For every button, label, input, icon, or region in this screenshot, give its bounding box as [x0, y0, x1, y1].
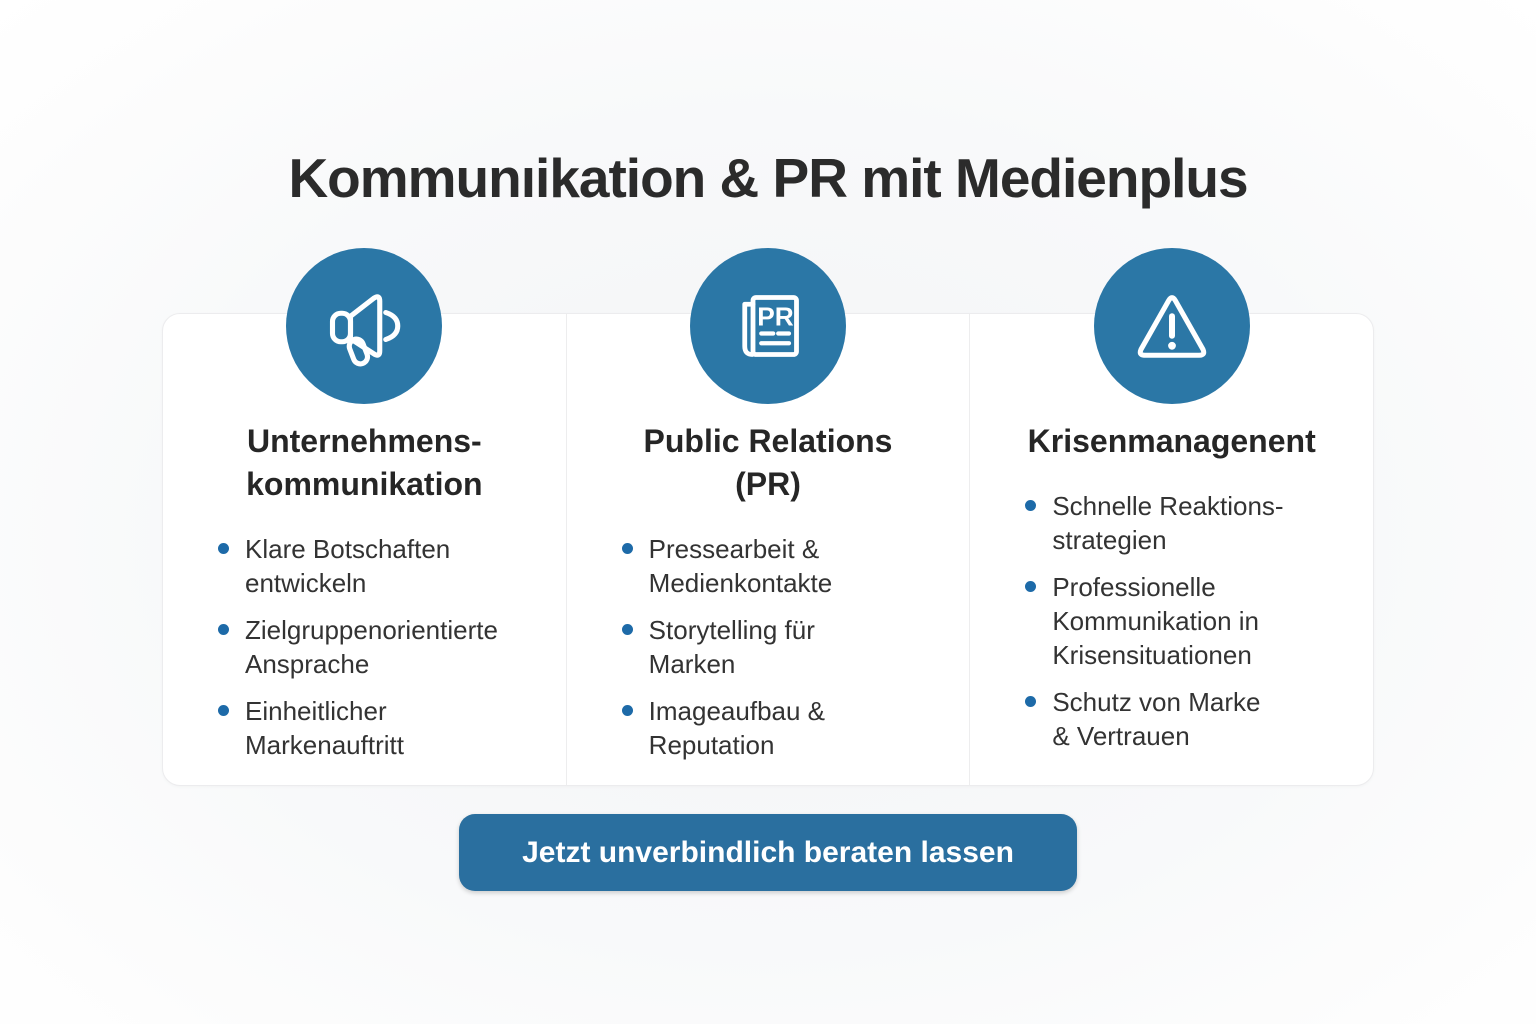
page-title: Kommunıikation & PR mit Medienplus: [288, 147, 1248, 209]
bullet-item: Storytelling für Marken: [621, 613, 946, 681]
card-heading: Unternehmens- kommunikation: [246, 423, 483, 502]
bullet-item: Imageaufbau & Reputation: [621, 694, 946, 762]
card-heading: Krisenmanagenent: [1027, 423, 1316, 459]
warning-triangle-icon-badge: [1093, 248, 1250, 404]
pr-icon-label: PR: [757, 301, 794, 331]
bullet-item: Zielgruppenorientierte Ansprache: [218, 613, 542, 681]
card-bullet-list: Schnelle Reaktions- strategien Professio…: [980, 489, 1363, 753]
card-public-relations: PR Public Relations (PR) Pressearbeit & …: [565, 248, 970, 785]
card-bullet-list: Pressearbeit & Medienkontakte Storytelli…: [577, 532, 960, 762]
cards-panel: Unternehmens- kommunikation Klare Botsch…: [162, 248, 1374, 786]
megaphone-icon: [330, 294, 401, 367]
bullet-item: Schnelle Reaktions- strategien: [1025, 489, 1349, 557]
bullet-item: Einheitlicher Markenauftritt: [218, 694, 542, 762]
newspaper-pr-icon-badge: PR: [690, 248, 846, 404]
bullet-item: Pressearbeit & Medienkontakte: [621, 532, 946, 600]
card-heading: Public Relations (PR): [643, 423, 893, 502]
card-unternehmenskommunikation: Unternehmens- kommunikation Klare Botsch…: [163, 248, 566, 785]
cta-button[interactable]: Jetzt unverbindlich beraten lassen: [459, 814, 1077, 891]
bullet-item: Professionelle Kommunikation in Krisensi…: [1025, 570, 1349, 672]
bullet-item: Schutz von Marke & Vertrauen: [1025, 685, 1349, 753]
bullet-item: Klare Botschaften entwickeln: [218, 532, 542, 600]
warning-triangle-icon: [1137, 295, 1206, 358]
newspaper-pr-icon: PR: [742, 295, 799, 357]
card-krisenmanagement: Krisenmanagenent Schnelle Reaktions- str…: [969, 248, 1373, 785]
card-bullet-list: Klare Botschaften entwickeln Zielgruppen…: [173, 532, 556, 762]
megaphone-icon-badge: [286, 248, 443, 404]
